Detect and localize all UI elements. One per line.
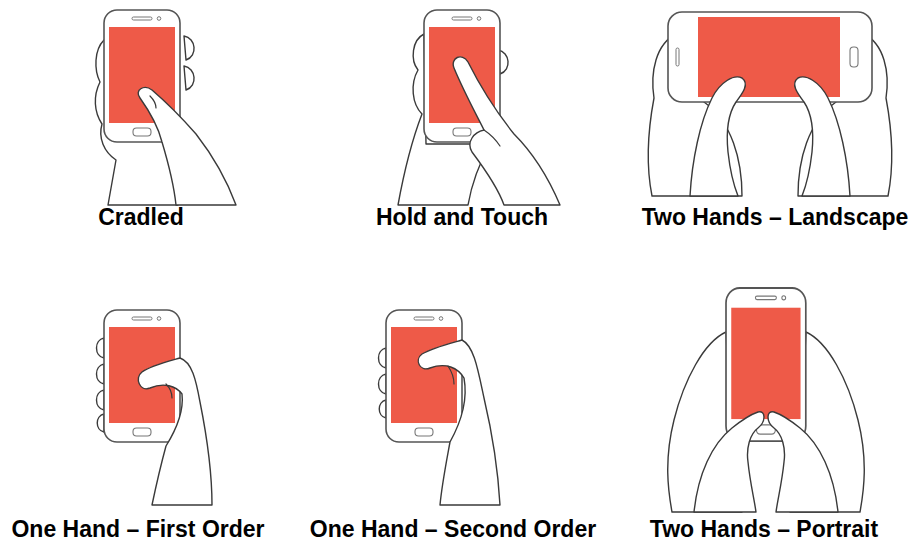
thumb-hand [138,88,236,205]
finger-tip [97,390,105,410]
phone-button [850,47,858,67]
finger-tip [97,414,104,432]
thumb-hand [138,358,212,505]
phone-portrait [386,310,462,442]
right-thumb [795,77,850,196]
right-thumb [768,412,838,512]
thumb-crease [448,366,454,384]
thumb-hand [418,340,500,505]
right-thumb-group [795,77,850,196]
cradled-illustration [95,10,236,205]
finger-tip [97,338,105,358]
thumb-crease [166,384,172,398]
finger-tip [379,374,387,394]
hold-touch-illustration [398,10,560,205]
one-hand-second-illustration [379,310,501,505]
knuckle-line [484,130,500,146]
finger-tip [379,348,387,368]
one-hand-first-illustration [97,310,213,505]
finger-tip [379,400,386,418]
phone-portrait [726,288,806,441]
caption-label: One Hand – Second Order [310,516,596,543]
two-hands-portrait-illustration [668,288,865,512]
caption-label: One Hand – First Order [11,516,264,543]
caption-label: Two Hands – Landscape [642,204,909,231]
caption-label: Cradled [98,204,184,231]
caption-label: Hold and Touch [376,204,548,231]
caption-label: Two Hands – Portrait [650,516,878,543]
finger-tip [97,364,105,384]
finger-tip [184,36,194,60]
left-thumb [690,77,745,196]
phone-landscape [668,12,872,102]
landscape-illustration [648,12,891,196]
phone-group [726,288,806,441]
thumb-crease [150,96,156,108]
phone-speaker [676,48,679,66]
finger-tip [184,66,194,90]
left-thumb [694,412,764,512]
right-thumb-group [768,412,838,512]
pointing-hand [453,57,560,205]
